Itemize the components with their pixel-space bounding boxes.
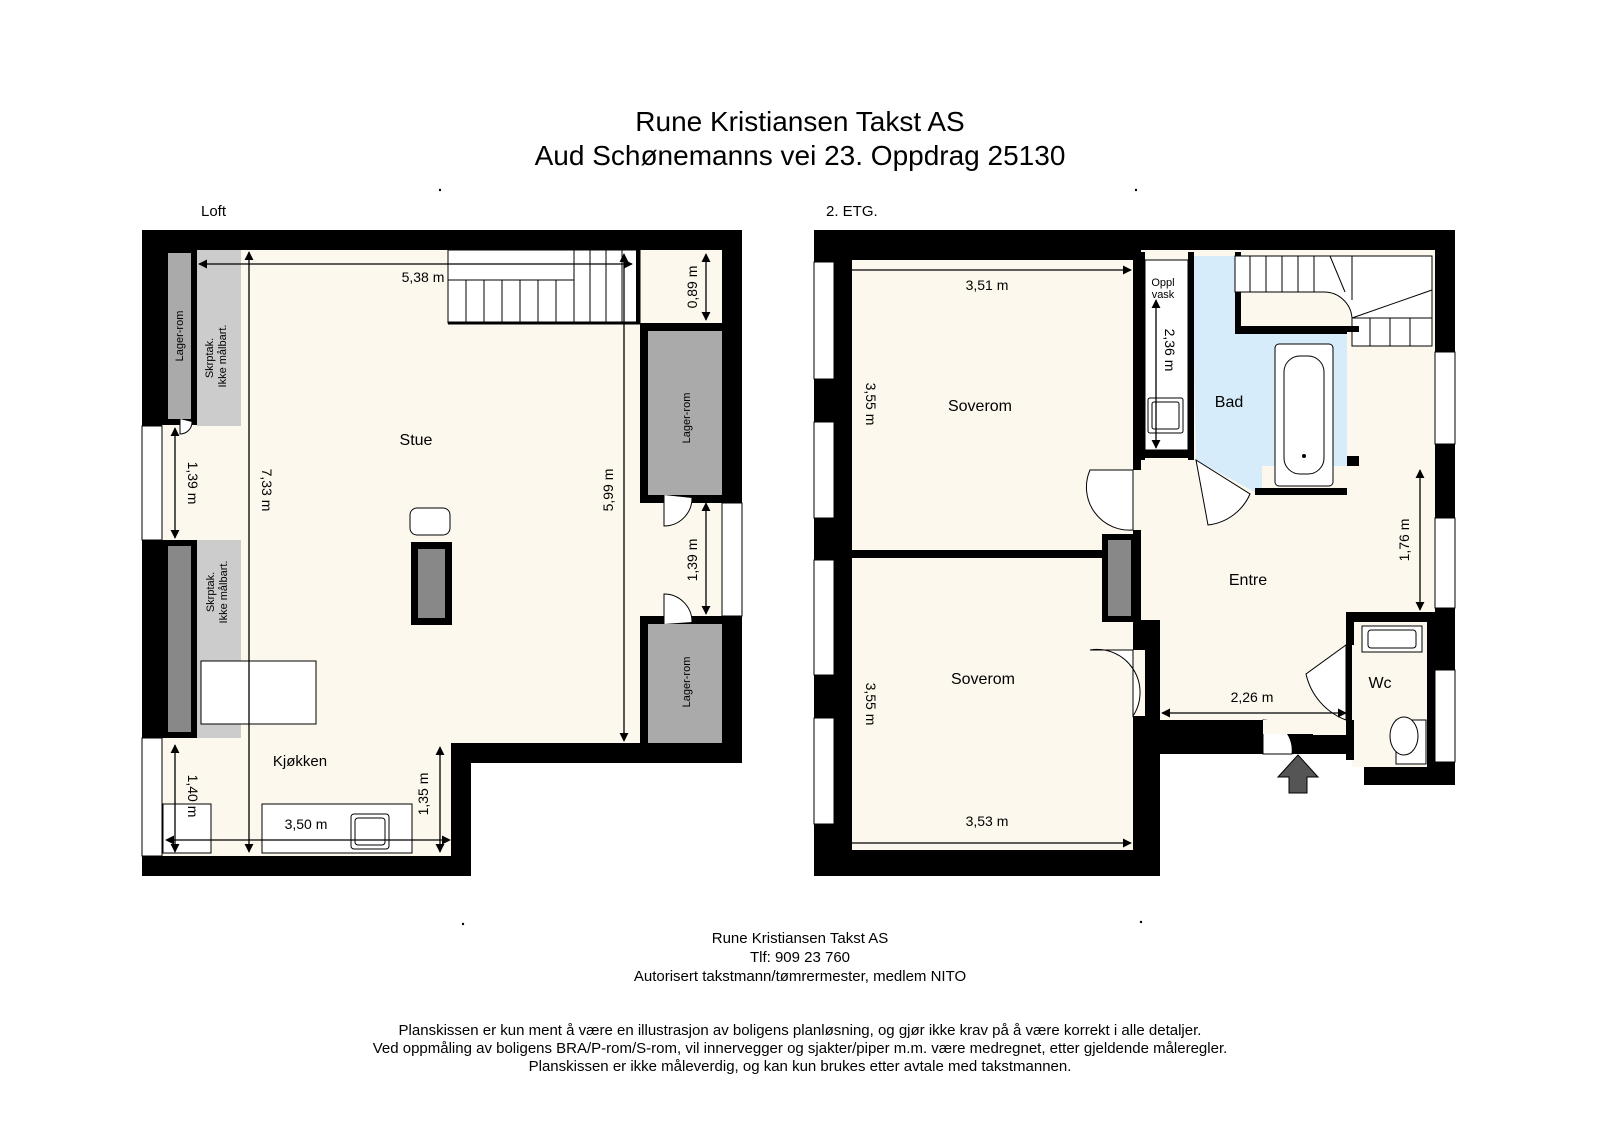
room-label-lager-right-bottom: Lager-rom xyxy=(681,657,693,708)
bedroom-partition xyxy=(852,550,1112,558)
loft-window-right xyxy=(721,502,743,617)
door-gap-top xyxy=(1133,470,1145,530)
stair-wall xyxy=(636,250,640,323)
etg2-plan: Soverom Soverom Bad Entre Wc Oppl vask 3… xyxy=(813,230,1456,876)
room-label-wc: Wc xyxy=(1368,675,1391,692)
corner-dots xyxy=(438,188,1143,926)
footer-disclaimer-3: Planskissen er ikke måleverdig, og kan k… xyxy=(528,1058,1072,1075)
dim-label-350: 3,50 m xyxy=(285,816,328,832)
wc-wall-left-low xyxy=(1346,720,1354,760)
room-label-soverom-top: Soverom xyxy=(948,398,1012,415)
dim-label-135: 1,35 m xyxy=(415,773,431,816)
room-label-bad: Bad xyxy=(1215,394,1243,411)
dim-label-733: 7,33 m xyxy=(259,469,275,512)
loft-dimension-lines xyxy=(165,251,711,853)
floor-label-2etg: 2. ETG. xyxy=(826,203,878,220)
soverom-bottom-floor xyxy=(852,558,1133,850)
skrptak-area-top xyxy=(197,250,241,426)
etg2-stairs xyxy=(1234,255,1433,347)
etg2-stair-wall xyxy=(1235,326,1359,332)
dim-label-089: 0,89 m xyxy=(684,266,700,309)
dim-label-355-top: 3,55 m xyxy=(863,383,879,426)
footer-phone: Tlf: 909 23 760 xyxy=(749,949,851,966)
loft-window-left-1 xyxy=(141,425,163,541)
room-label-entre: Entre xyxy=(1229,572,1267,589)
oppl-vask-sink xyxy=(1147,397,1184,434)
etg2-windows xyxy=(813,261,1456,825)
bathtub-inner xyxy=(1283,355,1325,475)
soverom-top-floor xyxy=(852,260,1133,550)
wc-wall-top xyxy=(1346,612,1435,620)
room-label-soverom-bottom: Soverom xyxy=(951,671,1015,688)
room-label-vask: vask xyxy=(1152,289,1175,301)
dim-label-355-bottom: 3,55 m xyxy=(863,683,879,726)
room-label-kjokken: Kjøkken xyxy=(273,753,327,770)
wc-wall-left xyxy=(1346,612,1354,645)
footer-company: Rune Kristiansen Takst AS xyxy=(711,930,889,947)
door-arc-right-bottom xyxy=(663,593,693,624)
chimney-inner xyxy=(418,549,445,618)
room-label-stue: Stue xyxy=(400,432,433,449)
loft-window-left-2 xyxy=(141,737,163,857)
bathtub-drain xyxy=(1302,454,1306,458)
etg2-doors xyxy=(1085,458,1347,755)
floor-label-loft: Loft xyxy=(201,203,227,220)
dim-label-538: 5,38 m xyxy=(402,269,445,285)
dim-label-139-right: 1,39 m xyxy=(684,539,700,582)
toilet-bowl xyxy=(1389,716,1419,756)
lager-right-bottom-room xyxy=(648,624,722,743)
footer-disclaimer-2: Ved oppmåling av boligens BRA/P-rom/S-ro… xyxy=(372,1040,1228,1057)
lager-right-top-room xyxy=(648,331,722,495)
stove xyxy=(409,507,451,536)
dim-label-226: 2,26 m xyxy=(1231,689,1274,705)
room-label-lager-right-top: Lager-rom xyxy=(681,393,693,444)
label-skrptak-bottom-1: Skrptak. xyxy=(205,572,217,612)
dim-label-353: 3,53 m xyxy=(966,813,1009,829)
door-arc-right-top xyxy=(663,495,693,527)
lager-left-room xyxy=(168,253,191,419)
left-wall-block-inner xyxy=(168,546,191,732)
dim-label-140: 1,40 m xyxy=(185,775,201,818)
company-title: Rune Kristiansen Takst AS xyxy=(635,106,965,137)
room-label-lager-left: Lager-rom xyxy=(174,311,186,362)
room-label-oppl: Oppl xyxy=(1151,277,1174,289)
entrance-opening xyxy=(1263,720,1333,734)
loft-plan: Stue Kjøkken Lager-rom Lager-rom Lager-r… xyxy=(141,230,743,876)
label-skrptak-bottom-2: Ikke målbart. xyxy=(218,561,230,624)
label-skrptak-top-1: Skrptak. xyxy=(204,338,216,378)
dim-label-351: 3,51 m xyxy=(966,277,1009,293)
dim-label-176: 1,76 m xyxy=(1396,519,1412,562)
address-title: Aud Schønemanns vei 23. Oppdrag 25130 xyxy=(534,140,1066,171)
entry-arrow-icon xyxy=(1276,754,1320,794)
dim-label-139-left: 1,39 m xyxy=(185,462,201,505)
dim-label-599: 5,99 m xyxy=(600,469,616,512)
dim-label-236: 2,36 m xyxy=(1162,329,1178,372)
door-arc-left xyxy=(179,419,193,435)
kitchen-sink xyxy=(350,813,390,850)
etg2-chimney-inner xyxy=(1108,540,1131,616)
label-skrptak-top-2: Ikke målbart. xyxy=(217,325,229,388)
loft-stairs xyxy=(447,249,641,325)
etg2-dimension-lines xyxy=(838,261,1425,849)
kitchen-island xyxy=(200,660,317,725)
footer-cert: Autorisert takstmann/tømrermester, medle… xyxy=(633,968,967,985)
footer-disclaimer-1: Planskissen er kun ment å være en illust… xyxy=(398,1022,1202,1039)
kitchen-sink-bowl xyxy=(354,817,386,846)
wc-sink-bowl xyxy=(1367,629,1417,649)
